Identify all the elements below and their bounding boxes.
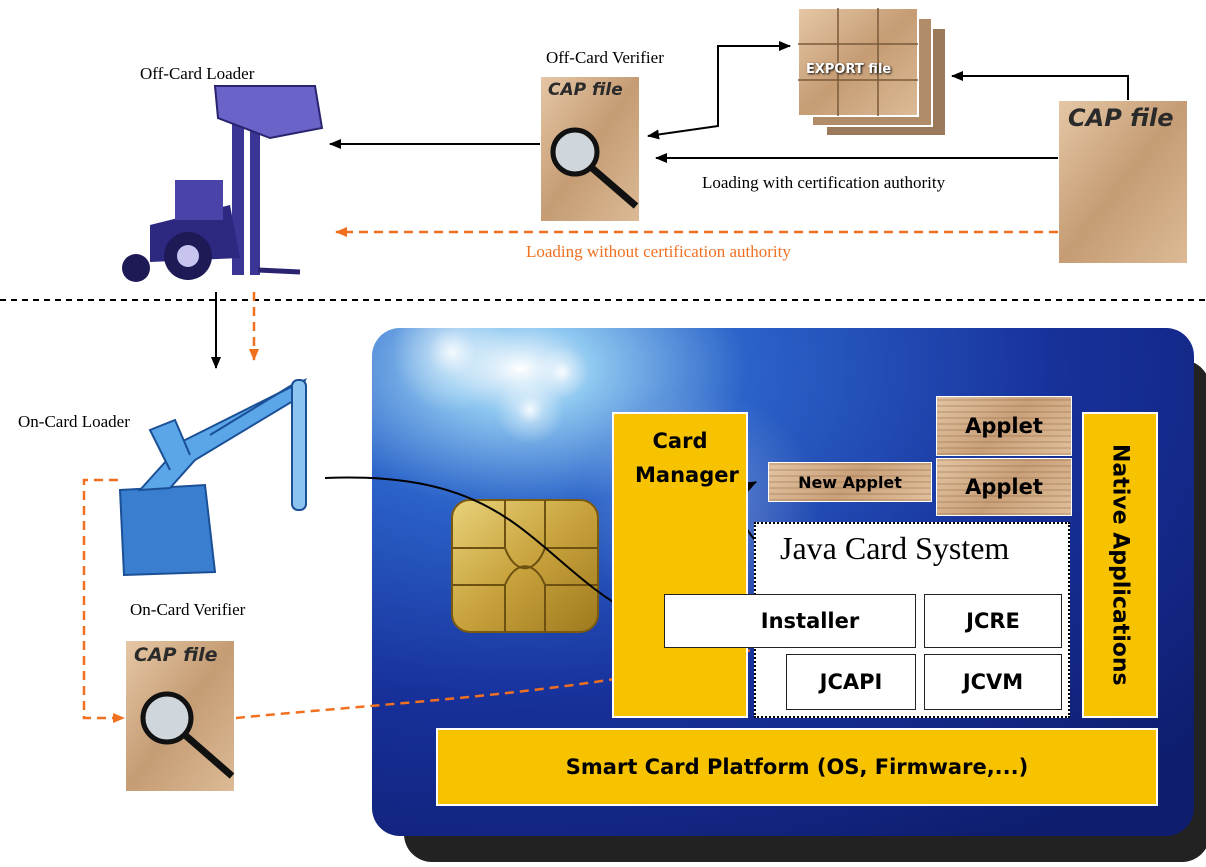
cap-file-label: CAP file — [548, 80, 623, 100]
installer-box: Installer — [664, 594, 916, 648]
smart-card-platform-label: Smart Card Platform (OS, Firmware,...) — [565, 755, 1029, 779]
applet-label: Applet — [965, 475, 1043, 499]
chip-icon — [451, 499, 599, 633]
cap-file-label: CAP file — [134, 644, 218, 666]
new-applet-label: New Applet — [798, 472, 902, 492]
card-manager-box: Card Manager — [612, 412, 748, 718]
java-card-system-label: Java Card System — [780, 530, 1010, 566]
applet-box: Applet — [936, 458, 1072, 516]
magnifier-icon — [550, 127, 639, 209]
on-card-loader-label: On-Card Loader — [18, 412, 130, 431]
jcapi-label: JCAPI — [819, 670, 883, 694]
cap-file-source — [1057, 99, 1189, 265]
jcapi-box: JCAPI — [786, 654, 916, 710]
on-card-verifier-label: On-Card Verifier — [130, 600, 246, 619]
jcre-label: JCRE — [966, 609, 1020, 633]
loading-without-ca-label: Loading without certification authority — [526, 242, 791, 261]
off-card-verifier-label: Off-Card Verifier — [546, 48, 664, 67]
forklift-icon — [122, 85, 324, 282]
jcre-box: JCRE — [924, 594, 1062, 648]
cap-file-label: CAP file — [1068, 104, 1174, 132]
smart-card-platform-box: Smart Card Platform (OS, Firmware,...) — [436, 728, 1158, 806]
magnifier-icon — [140, 691, 235, 779]
card-manager-label: Card Manager — [635, 429, 739, 487]
applet-box: Applet — [936, 396, 1072, 456]
crane-icon — [118, 377, 307, 577]
export-file-label: EXPORT file — [806, 62, 892, 77]
puzzle-stack-icon — [797, 7, 947, 137]
off-card-loader-label: Off-Card Loader — [140, 64, 255, 83]
installer-label: Installer — [760, 609, 860, 633]
native-applications-box: Native Applications — [1082, 412, 1158, 718]
jcvm-box: JCVM — [924, 654, 1062, 710]
jcvm-label: JCVM — [962, 670, 1024, 694]
native-applications-label: Native Applications — [1107, 444, 1133, 686]
loading-with-ca-label: Loading with certification authority — [702, 173, 946, 192]
new-applet-box: New Applet — [768, 462, 932, 502]
applet-label: Applet — [965, 414, 1043, 438]
